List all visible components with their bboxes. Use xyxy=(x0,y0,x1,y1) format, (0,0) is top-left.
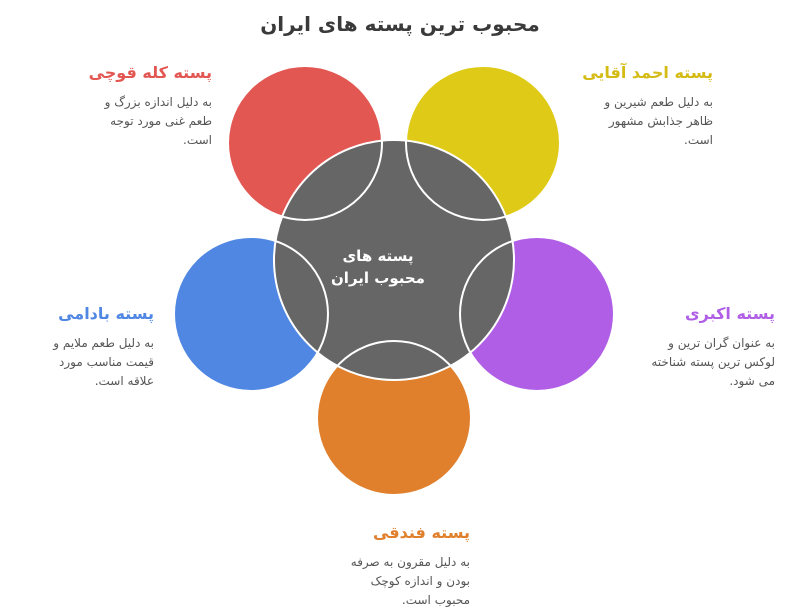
desc-line: قیمت مناسب مورد xyxy=(58,355,154,369)
desc-line: علاقه است. xyxy=(94,374,154,388)
desc-line: محبوب است. xyxy=(401,593,470,607)
center-label: پسته های محبوب ایران xyxy=(318,245,438,289)
label-badami: پسته بادامی به دلیل طعم ملایم و قیمت منا… xyxy=(20,303,154,391)
heading-kaleh-ghouchi: پسته کله قوچی xyxy=(88,63,212,82)
desc-line: به دلیل اندازه بزرگ و xyxy=(104,95,212,109)
desc-akbari: به عنوان گران ترین و لوکس ترین پسته شناخ… xyxy=(625,334,775,391)
desc-kaleh-ghouchi: به دلیل اندازه بزرگ و طعم غنی مورد توجه … xyxy=(42,93,212,150)
desc-fandoghi: به دلیل مقرون به صرفه بودن و اندازه کوچک… xyxy=(300,553,470,610)
heading-fandoghi: پسته فندقی xyxy=(372,523,470,542)
center-circle xyxy=(273,139,515,381)
label-fandoghi: پسته فندقی به دلیل مقرون به صرفه بودن و … xyxy=(300,522,470,610)
desc-line: لوکس ترین پسته شناخته xyxy=(651,355,775,369)
desc-line: می شود. xyxy=(729,374,775,388)
desc-badami: به دلیل طعم ملایم و قیمت مناسب مورد علاق… xyxy=(20,334,154,391)
center-label-line1: پسته های xyxy=(342,247,414,265)
desc-line: به دلیل طعم شیرین و xyxy=(604,95,713,109)
desc-ahmad-aghaei: به دلیل طعم شیرین و ظاهر جذابش مشهور است… xyxy=(583,93,713,150)
heading-akbari: پسته اکبری xyxy=(684,304,775,323)
label-akbari: پسته اکبری به عنوان گران ترین و لوکس تری… xyxy=(625,303,775,391)
center-label-line2: محبوب ایران xyxy=(331,269,425,287)
desc-line: به دلیل مقرون به صرفه xyxy=(350,555,470,569)
desc-line: طعم غنی مورد توجه xyxy=(110,114,212,128)
petal-fandoghi xyxy=(317,341,471,495)
desc-line: است. xyxy=(183,133,212,147)
overlap-arcs xyxy=(173,65,615,496)
desc-line: است. xyxy=(684,133,713,147)
heading-badami: پسته بادامی xyxy=(58,304,154,323)
label-ahmad-aghaei: پسته احمد آقایی به دلیل طعم شیرین و ظاهر… xyxy=(582,62,713,150)
desc-line: به دلیل طعم ملایم و xyxy=(53,336,154,350)
desc-line: بودن و اندازه کوچک xyxy=(370,574,470,588)
heading-ahmad-aghaei: پسته احمد آقایی xyxy=(582,63,713,82)
desc-line: ظاهر جذابش مشهور xyxy=(608,114,713,128)
diagram-title: محبوب ترین پسته های ایران xyxy=(260,12,540,36)
label-kaleh-ghouchi: پسته کله قوچی به دلیل اندازه بزرگ و طعم … xyxy=(42,62,212,150)
desc-line: به عنوان گران ترین و xyxy=(668,336,775,350)
